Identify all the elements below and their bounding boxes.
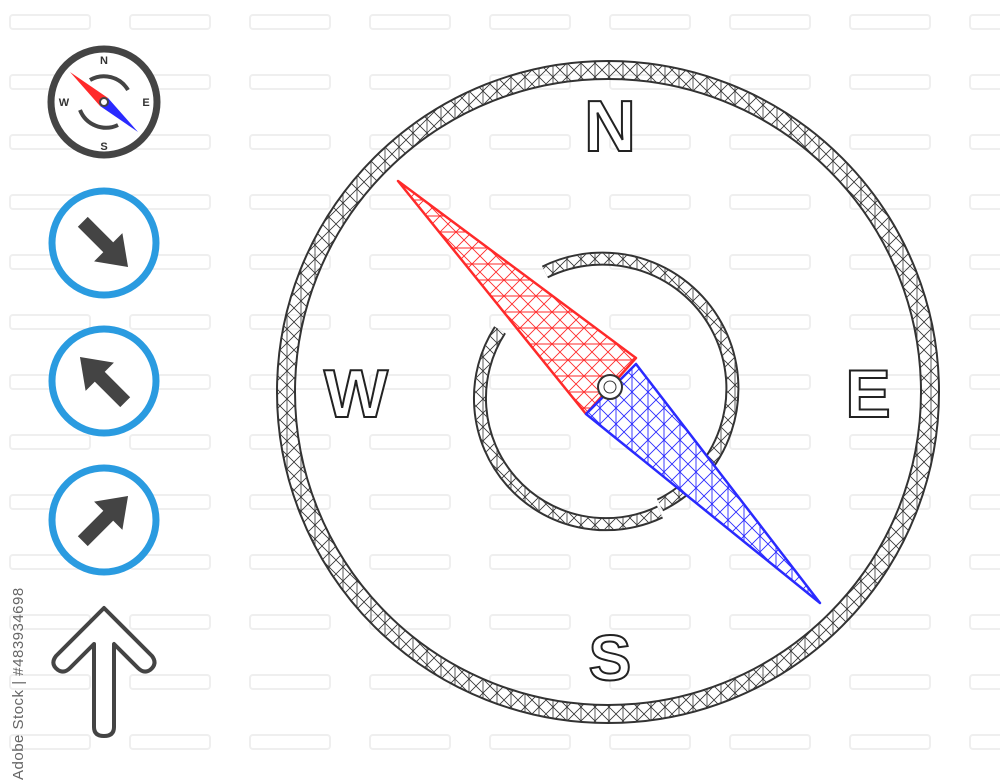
compass-east-label: E: [845, 356, 890, 432]
compass-icon: N S E W: [47, 45, 161, 159]
small-compass-south: S: [100, 141, 107, 153]
stock-id-label: Adobe Stock | #483934698: [10, 587, 27, 780]
compass-north-label: N: [584, 87, 636, 167]
arrow-up-right-icon: [48, 464, 160, 576]
small-compass-west: W: [59, 97, 70, 109]
compass-west-label: W: [324, 356, 389, 432]
small-compass-north: N: [100, 55, 108, 67]
small-compass-east: E: [142, 97, 149, 109]
needle-pivot: [597, 374, 623, 400]
main-compass: N S E W: [276, 60, 940, 724]
needle-south: [584, 362, 822, 605]
outer-ring: [276, 60, 940, 724]
arrow-down-right-icon: [48, 187, 160, 299]
arrow-up-outline-icon: [51, 606, 157, 738]
arrow-up-left-icon: [48, 325, 160, 437]
icon-column: N S E W: [47, 45, 161, 738]
compass-south-label: S: [589, 622, 632, 694]
